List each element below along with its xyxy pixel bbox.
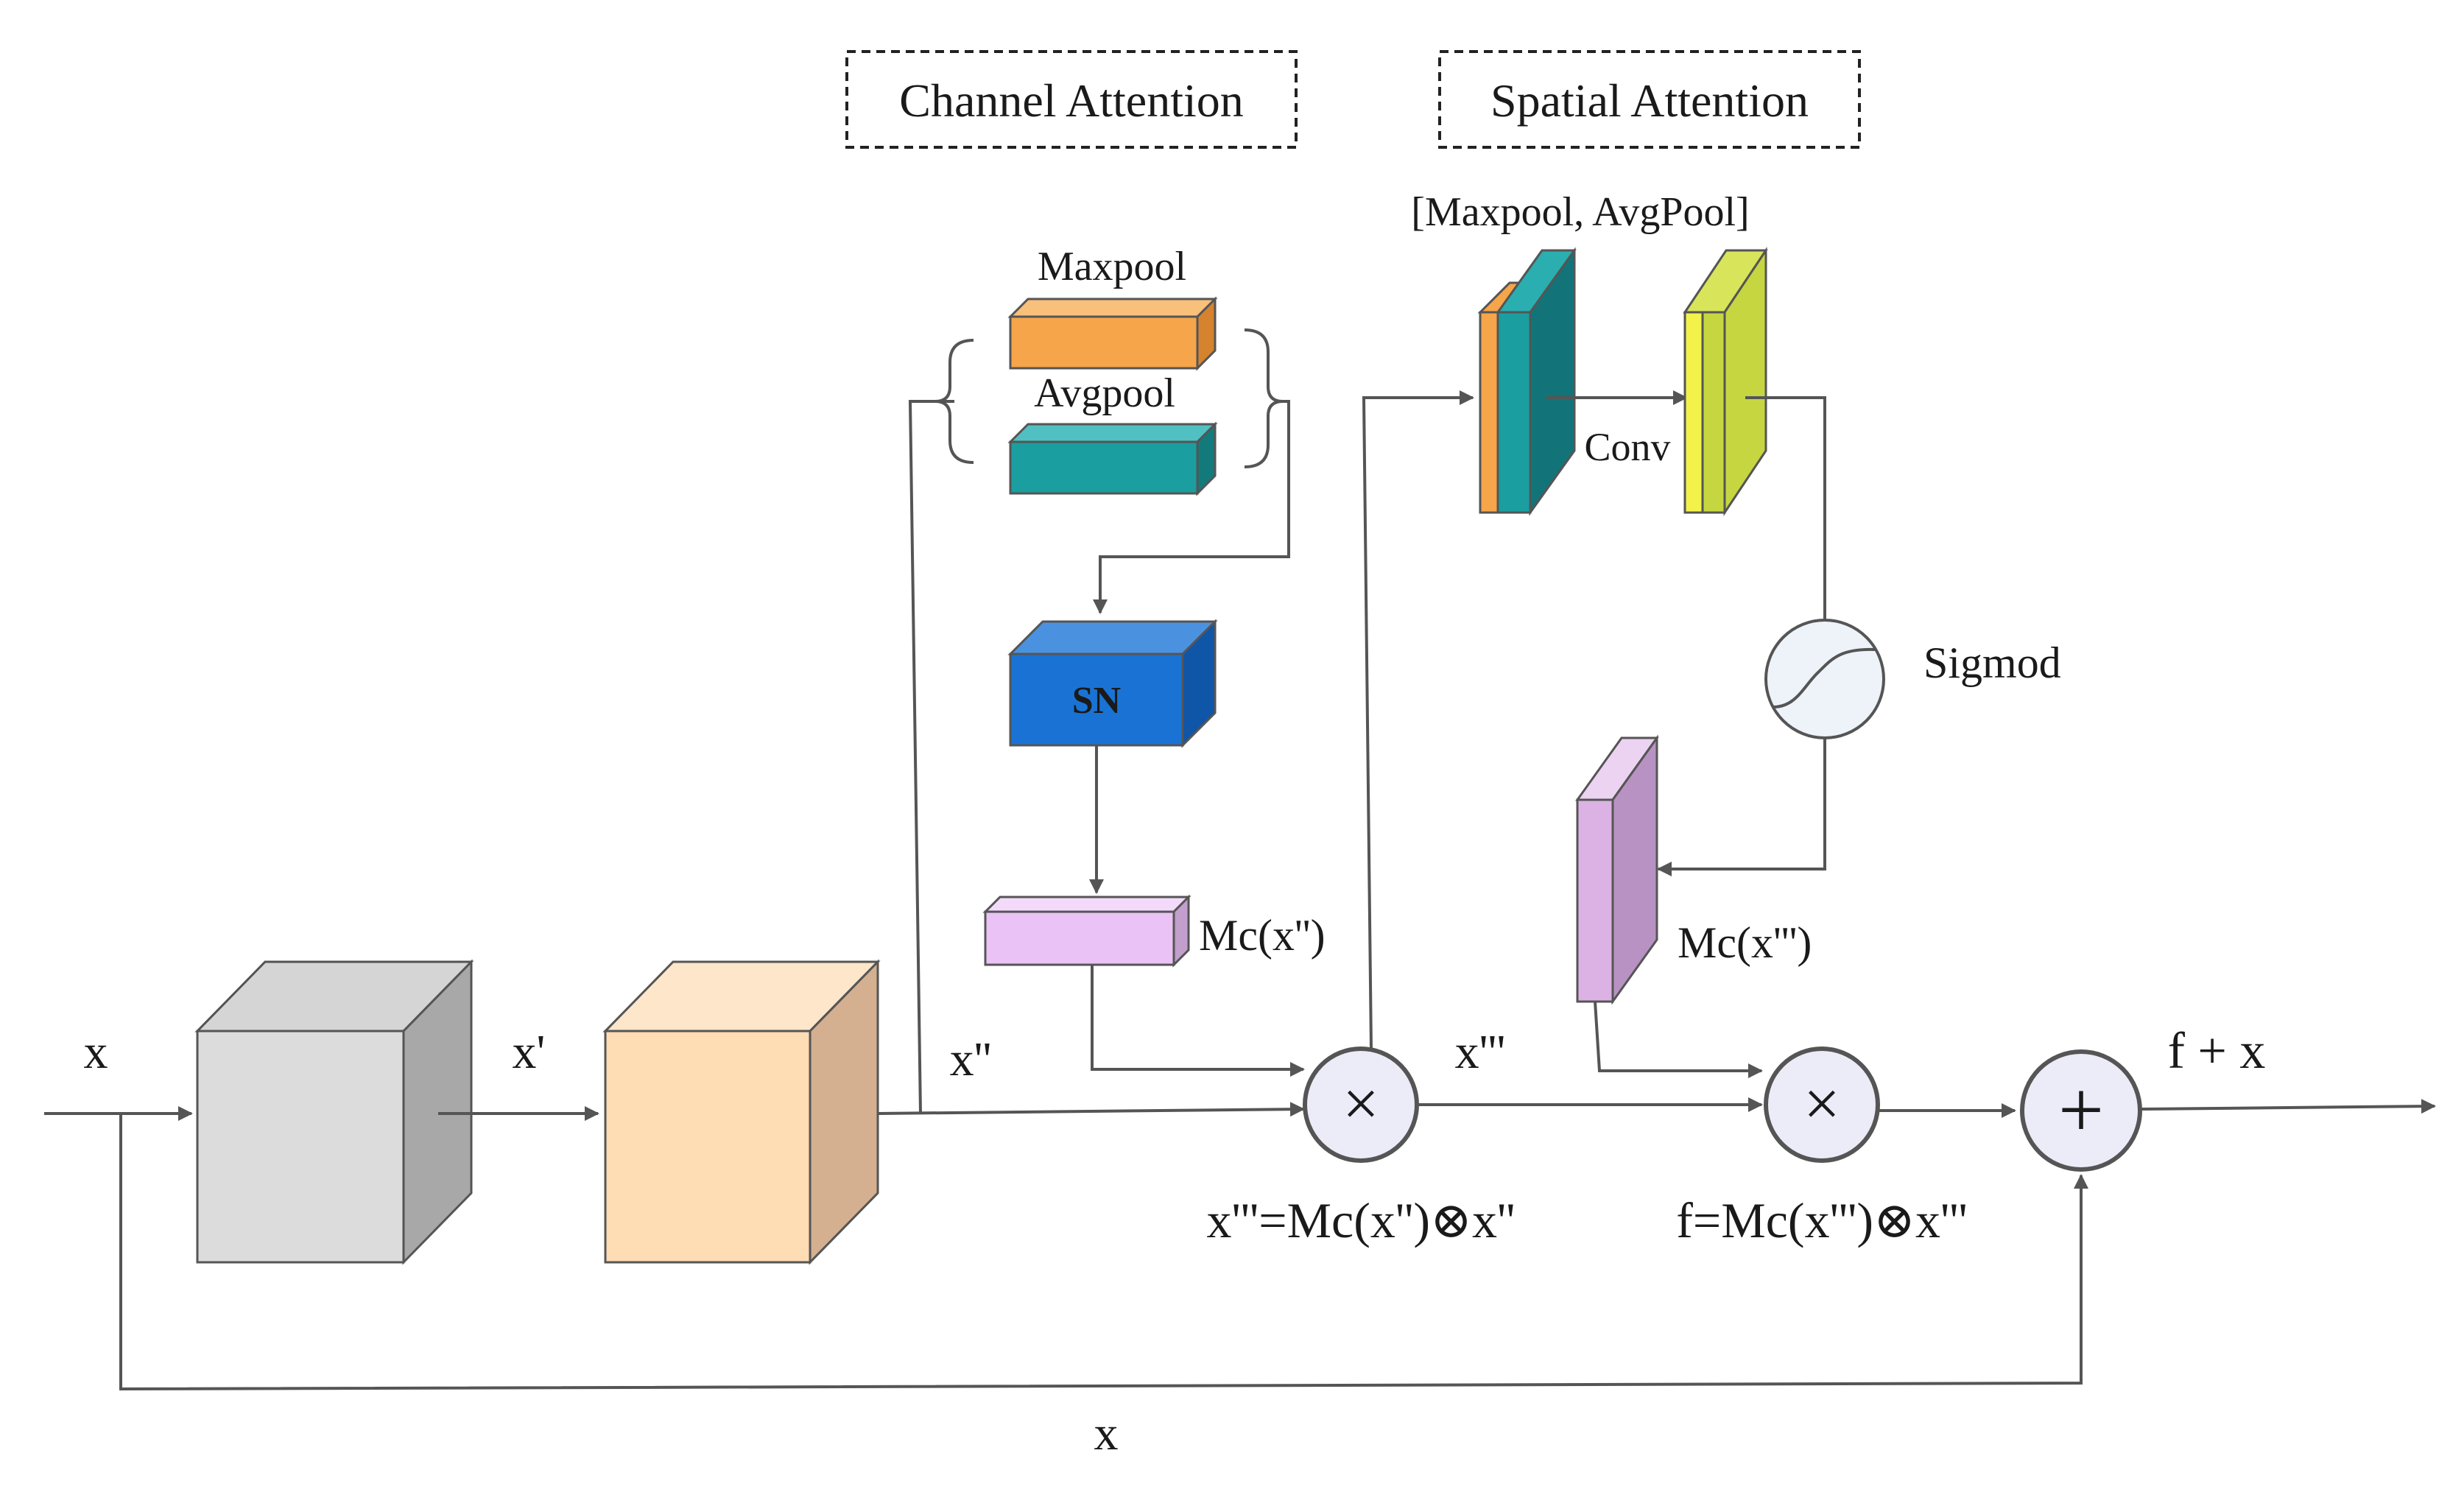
spatial-attention-title: Spatial Attention: [1490, 74, 1809, 127]
channel-mc-label: Mc(x''): [1199, 911, 1326, 960]
avgpool-label: Avgpool: [1034, 370, 1175, 416]
left-brace: [934, 339, 974, 464]
conv-block: [1683, 247, 1768, 516]
output-f-plus-x-label: f + x: [2168, 1023, 2266, 1080]
x-double-prime-label: x'': [950, 1033, 992, 1086]
multiply-symbol-1: ×: [1342, 1069, 1379, 1140]
add-symbol: +: [2058, 1065, 2104, 1155]
x-prime-label: x': [513, 1025, 546, 1079]
spatial-pool-label: [Maxpool, AvgPool]: [1411, 189, 1749, 235]
sigmoid-node: [1764, 619, 1885, 739]
spatial-mc-label: Mc(x'''): [1678, 918, 1812, 967]
channel-attention-title: Channel Attention: [899, 74, 1244, 127]
spatial-mc-block: [1575, 734, 1659, 1005]
multiply-symbol-2: ×: [1803, 1069, 1840, 1140]
spatial-pool-block: [1477, 247, 1577, 516]
multiply-operator-2: ×: [1764, 1046, 1880, 1163]
avgpool-block: [1007, 421, 1218, 496]
x-triple-prime-label: x''': [1455, 1025, 1506, 1079]
right-brace: [1244, 328, 1284, 468]
channel-mc-block: [982, 894, 1191, 968]
add-operator: +: [2020, 1049, 2142, 1172]
maxpool-label: Maxpool: [1038, 244, 1186, 289]
sn-block: SN: [1007, 619, 1218, 748]
spatial-attention-header: Spatial Attention: [1438, 50, 1861, 149]
multiply-operator-1: ×: [1303, 1046, 1419, 1163]
channel-attention-header: Channel Attention: [845, 50, 1298, 149]
peach-feature-cube: [602, 959, 881, 1265]
conv-label: Conv: [1584, 425, 1670, 469]
sn-label: SN: [1072, 680, 1121, 722]
maxpool-block: [1007, 296, 1218, 371]
input-x-label: x: [84, 1025, 108, 1079]
equation-f: f=Mc(x''')⊗x''': [1676, 1192, 1967, 1248]
equation-x-triple-prime: x'''=Mc(x'')⊗x'': [1206, 1192, 1515, 1248]
gray-feature-cube: [194, 959, 474, 1265]
skip-x-label: x: [1094, 1407, 1119, 1460]
sigmod-label: Sigmod: [1923, 639, 2061, 687]
